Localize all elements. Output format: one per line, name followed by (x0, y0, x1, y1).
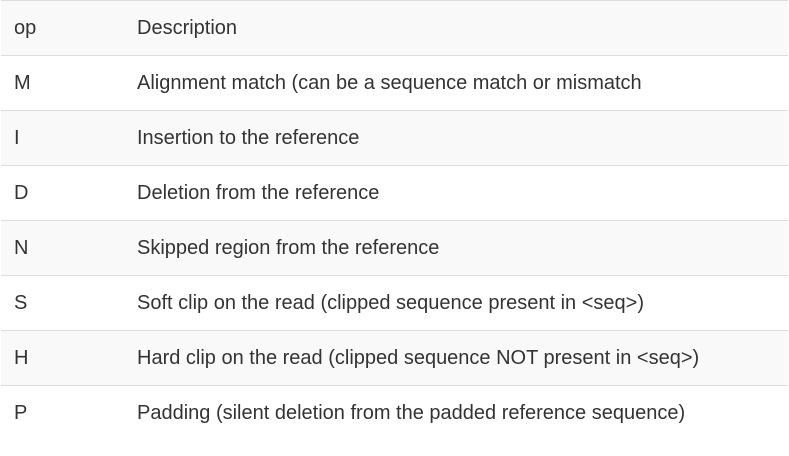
description-cell: Deletion from the reference (124, 165, 788, 221)
table-body: M Alignment match (can be a sequence mat… (1, 55, 788, 440)
op-cell: P (1, 385, 124, 440)
table-row: H Hard clip on the read (clipped sequenc… (1, 330, 788, 386)
description-cell: Alignment match (can be a sequence match… (124, 55, 788, 111)
description-cell: Skipped region from the reference (124, 220, 788, 276)
table-row: N Skipped region from the reference (1, 220, 788, 276)
header-row: op Description (1, 0, 788, 56)
op-cell: I (1, 110, 124, 166)
header-description: Description (124, 0, 788, 56)
op-cell: N (1, 220, 124, 276)
table-row: M Alignment match (can be a sequence mat… (1, 55, 788, 111)
op-cell: H (1, 330, 124, 386)
table-row: S Soft clip on the read (clipped sequenc… (1, 275, 788, 331)
table-row: P Padding (silent deletion from the padd… (1, 385, 788, 440)
op-cell: S (1, 275, 124, 331)
op-cell: M (1, 55, 124, 111)
cigar-operations-table: op Description M Alignment match (can be… (1, 0, 788, 440)
description-cell: Soft clip on the read (clipped sequence … (124, 275, 788, 331)
description-cell: Padding (silent deletion from the padded… (124, 385, 788, 440)
header-op: op (1, 0, 124, 56)
description-cell: Hard clip on the read (clipped sequence … (124, 330, 788, 386)
op-cell: D (1, 165, 124, 221)
table-row: D Deletion from the reference (1, 165, 788, 221)
table-header: op Description (1, 0, 788, 56)
table-row: I Insertion to the reference (1, 110, 788, 166)
description-cell: Insertion to the reference (124, 110, 788, 166)
